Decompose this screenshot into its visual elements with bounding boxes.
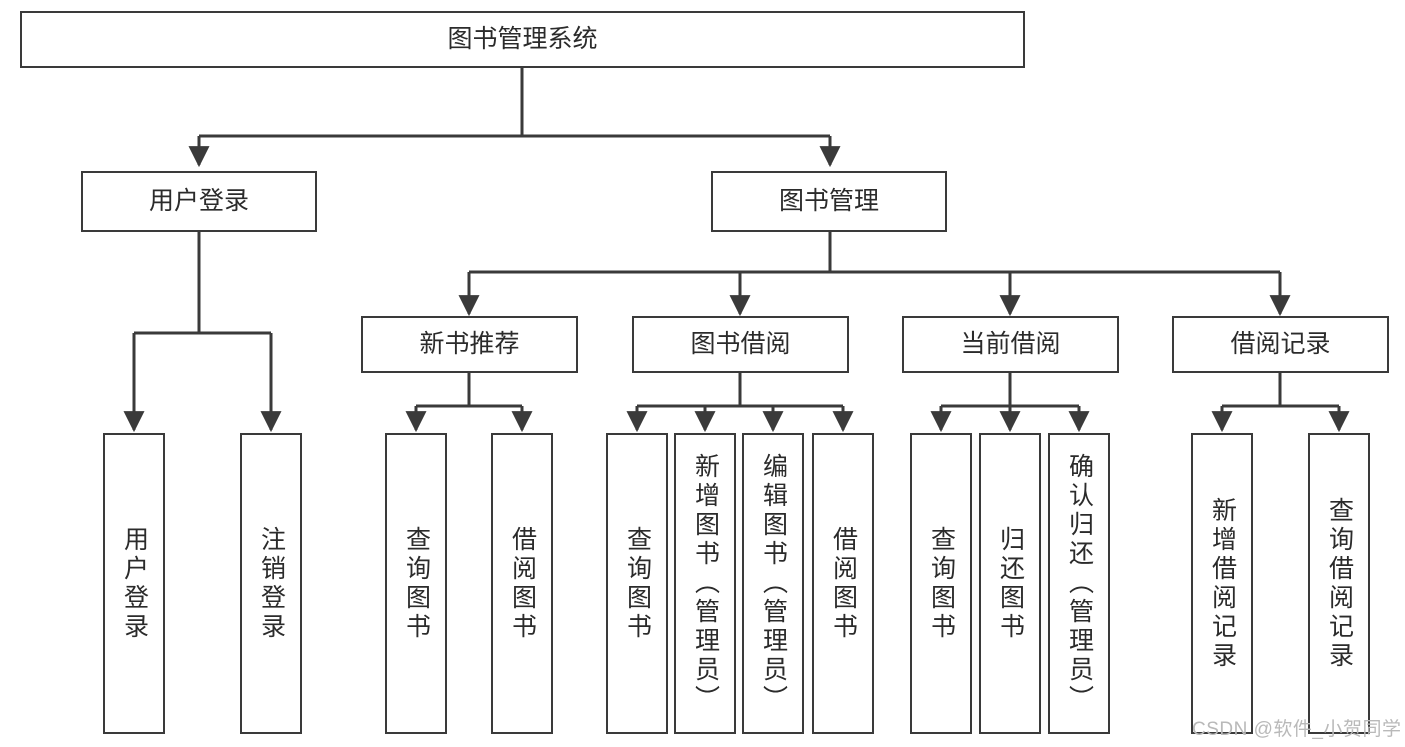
node-label: 查询图书 <box>927 525 956 642</box>
leaf-book-borrow-borrow-book[interactable]: 借阅图书 <box>812 433 874 734</box>
node-borrow-record[interactable]: 借阅记录 <box>1172 316 1389 373</box>
leaf-book-borrow-add-book-admin[interactable]: 新增图书（管理员） <box>674 433 736 734</box>
node-label: 查询图书 <box>402 525 431 642</box>
node-label: 当前借阅 <box>960 330 1061 358</box>
node-label: 新增借阅记录 <box>1208 496 1237 671</box>
node-label: 图书管理 <box>778 187 879 215</box>
node-current-borrow[interactable]: 当前借阅 <box>902 316 1119 373</box>
node-label: 归还图书 <box>996 525 1025 642</box>
node-label: 借阅记录 <box>1230 330 1331 358</box>
leaf-new-book-borrow-book[interactable]: 借阅图书 <box>491 433 553 734</box>
leaf-current-borrow-return-book[interactable]: 归还图书 <box>979 433 1041 734</box>
node-label: 借阅图书 <box>508 525 537 642</box>
node-user-login[interactable]: 用户登录 <box>81 171 317 232</box>
node-label: 用户登录 <box>148 187 249 215</box>
node-book-management[interactable]: 图书管理 <box>711 171 947 232</box>
node-label: 确认归还（管理员） <box>1065 453 1094 714</box>
node-label: 用户登录 <box>120 525 149 642</box>
leaf-borrow-record-query-record[interactable]: 查询借阅记录 <box>1308 433 1370 734</box>
node-label: 查询图书 <box>623 525 652 642</box>
node-new-book-recommend[interactable]: 新书推荐 <box>361 316 578 373</box>
leaf-user-login-login[interactable]: 用户登录 <box>103 433 165 734</box>
leaf-new-book-query-book[interactable]: 查询图书 <box>385 433 447 734</box>
node-book-borrow[interactable]: 图书借阅 <box>632 316 849 373</box>
leaf-current-borrow-query-book[interactable]: 查询图书 <box>910 433 972 734</box>
leaf-book-borrow-edit-book-admin[interactable]: 编辑图书（管理员） <box>742 433 804 734</box>
node-label: 注销登录 <box>257 525 286 642</box>
node-label: 图书管理系统 <box>447 25 598 53</box>
node-label: 新书推荐 <box>419 330 520 358</box>
node-root-system[interactable]: 图书管理系统 <box>20 11 1025 68</box>
csdn-watermark: CSDN @软件_小贺同学 <box>1192 719 1402 740</box>
leaf-user-login-logout[interactable]: 注销登录 <box>240 433 302 734</box>
leaf-borrow-record-add-record[interactable]: 新增借阅记录 <box>1191 433 1253 734</box>
node-label: 借阅图书 <box>829 525 858 642</box>
node-label: 新增图书（管理员） <box>691 453 720 714</box>
node-label: 编辑图书（管理员） <box>759 453 788 714</box>
leaf-current-borrow-confirm-return-admin[interactable]: 确认归还（管理员） <box>1048 433 1110 734</box>
leaf-book-borrow-query-book[interactable]: 查询图书 <box>606 433 668 734</box>
node-label: 查询借阅记录 <box>1325 496 1354 671</box>
node-label: 图书借阅 <box>690 330 791 358</box>
